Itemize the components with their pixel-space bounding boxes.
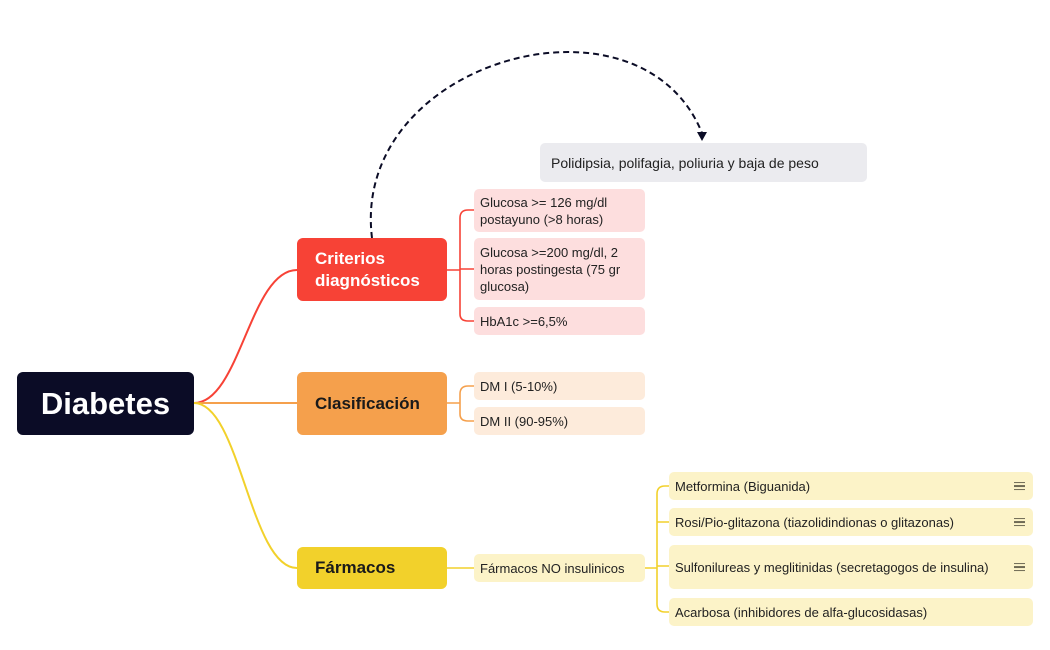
link-clasificacion-items <box>447 385 474 422</box>
branch-farmacos[interactable]: Fármacos <box>297 547 447 589</box>
clasificacion-item[interactable]: DM II (90-95%) <box>474 407 645 435</box>
relationship-arrow <box>369 51 703 239</box>
root-node-diabetes[interactable]: Diabetes <box>17 372 194 435</box>
farmaco-item-label: Acarbosa (inhibidores de alfa-glucosidas… <box>675 604 928 620</box>
criterio-item[interactable]: Glucosa >=200 mg/dl, 2 horas postingesta… <box>474 238 645 300</box>
link-sub-items <box>645 485 669 613</box>
criterio-item[interactable]: Glucosa >= 126 mg/dl postayuno (>8 horas… <box>474 189 645 232</box>
arrow-head-icon <box>697 132 707 141</box>
branch-criterios-diagnosticos[interactable]: Criterios diagnósticos <box>297 238 447 301</box>
branch-clasificacion[interactable]: Clasificación <box>297 372 447 435</box>
link-criterios-items <box>447 209 474 322</box>
notes-lines-icon[interactable] <box>1014 560 1025 574</box>
clasificacion-item[interactable]: DM I (5-10%) <box>474 372 645 400</box>
link-root-farmacos <box>193 402 298 569</box>
farmaco-item[interactable]: Rosi/Pio-glitazona (tiazolidindionas o g… <box>669 508 1033 536</box>
farmaco-item[interactable]: Acarbosa (inhibidores de alfa-glucosidas… <box>669 598 1033 626</box>
symptoms-note[interactable]: Polidipsia, polifagia, poliuria y baja d… <box>540 143 867 182</box>
farmaco-item-label: Sulfonilureas y meglitinidas (secretagog… <box>675 559 989 575</box>
farmacos-no-insulinicos-node[interactable]: Fármacos NO insulinicos <box>474 554 645 582</box>
farmaco-item[interactable]: Sulfonilureas y meglitinidas (secretagog… <box>669 545 1033 589</box>
farmaco-item-label: Rosi/Pio-glitazona (tiazolidindionas o g… <box>675 514 954 530</box>
link-root-criterios <box>193 269 298 404</box>
farmaco-item[interactable]: Metformina (Biguanida) <box>669 472 1033 500</box>
criterio-item[interactable]: HbA1c >=6,5% <box>474 307 645 335</box>
notes-lines-icon[interactable] <box>1014 515 1025 529</box>
notes-lines-icon[interactable] <box>1014 479 1025 493</box>
farmaco-item-label: Metformina (Biguanida) <box>675 478 811 494</box>
